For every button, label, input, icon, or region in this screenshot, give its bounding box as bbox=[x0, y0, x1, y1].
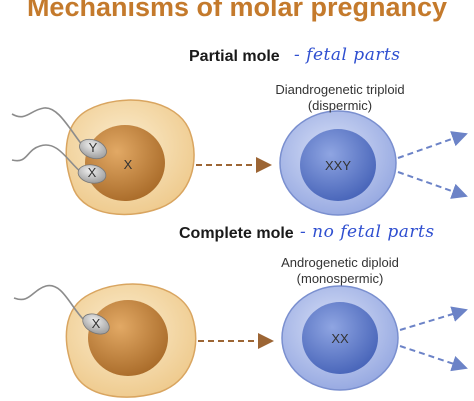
complete-outcome-arrow-up bbox=[399, 306, 468, 331]
complete-outcome-arrow-down bbox=[399, 345, 468, 372]
complete-result-cell bbox=[281, 285, 399, 391]
partial-result-nucleus bbox=[300, 129, 376, 201]
partial-mole-label: Partial mole bbox=[189, 48, 280, 65]
partial-sperm-y bbox=[11, 107, 107, 160]
page-title: Mechanisms of molar pregnancy bbox=[26, 0, 448, 22]
partial-mole-note: - fetal parts bbox=[294, 45, 401, 65]
partial-result-label: XXY bbox=[324, 158, 351, 173]
partial-outcome-arrow-up bbox=[397, 131, 468, 159]
partial-mole-subtitle-line2: (dispermic) bbox=[307, 98, 373, 113]
partial-sperm-y-label: Y bbox=[88, 140, 98, 155]
partial-sperm-x-label: X bbox=[87, 165, 97, 180]
complete-mole-label: Complete mole bbox=[179, 225, 294, 242]
complete-mole-subtitle-line2: (monospermic) bbox=[296, 271, 384, 286]
complete-mole-note: - no fetal parts bbox=[300, 222, 435, 242]
partial-outcome-arrow-down bbox=[397, 171, 468, 199]
complete-mole-subtitle-line1: Androgenetic diploid bbox=[281, 255, 399, 270]
partial-egg-label: X bbox=[123, 157, 133, 172]
complete-egg-nucleus bbox=[88, 300, 168, 376]
complete-egg-cell bbox=[65, 283, 197, 398]
partial-mole-subtitle-line1: Diandrogenetic triploid bbox=[275, 82, 405, 97]
complete-result-nucleus bbox=[302, 302, 378, 374]
complete-sperm-x-label: X bbox=[91, 316, 101, 331]
partial-sperm-x bbox=[11, 144, 107, 184]
partial-egg-nucleus bbox=[85, 125, 165, 201]
complete-sperm-x bbox=[13, 284, 110, 335]
partial-egg-cell bbox=[65, 99, 195, 216]
complete-result-label: XX bbox=[331, 331, 349, 346]
partial-result-cell bbox=[279, 110, 397, 216]
